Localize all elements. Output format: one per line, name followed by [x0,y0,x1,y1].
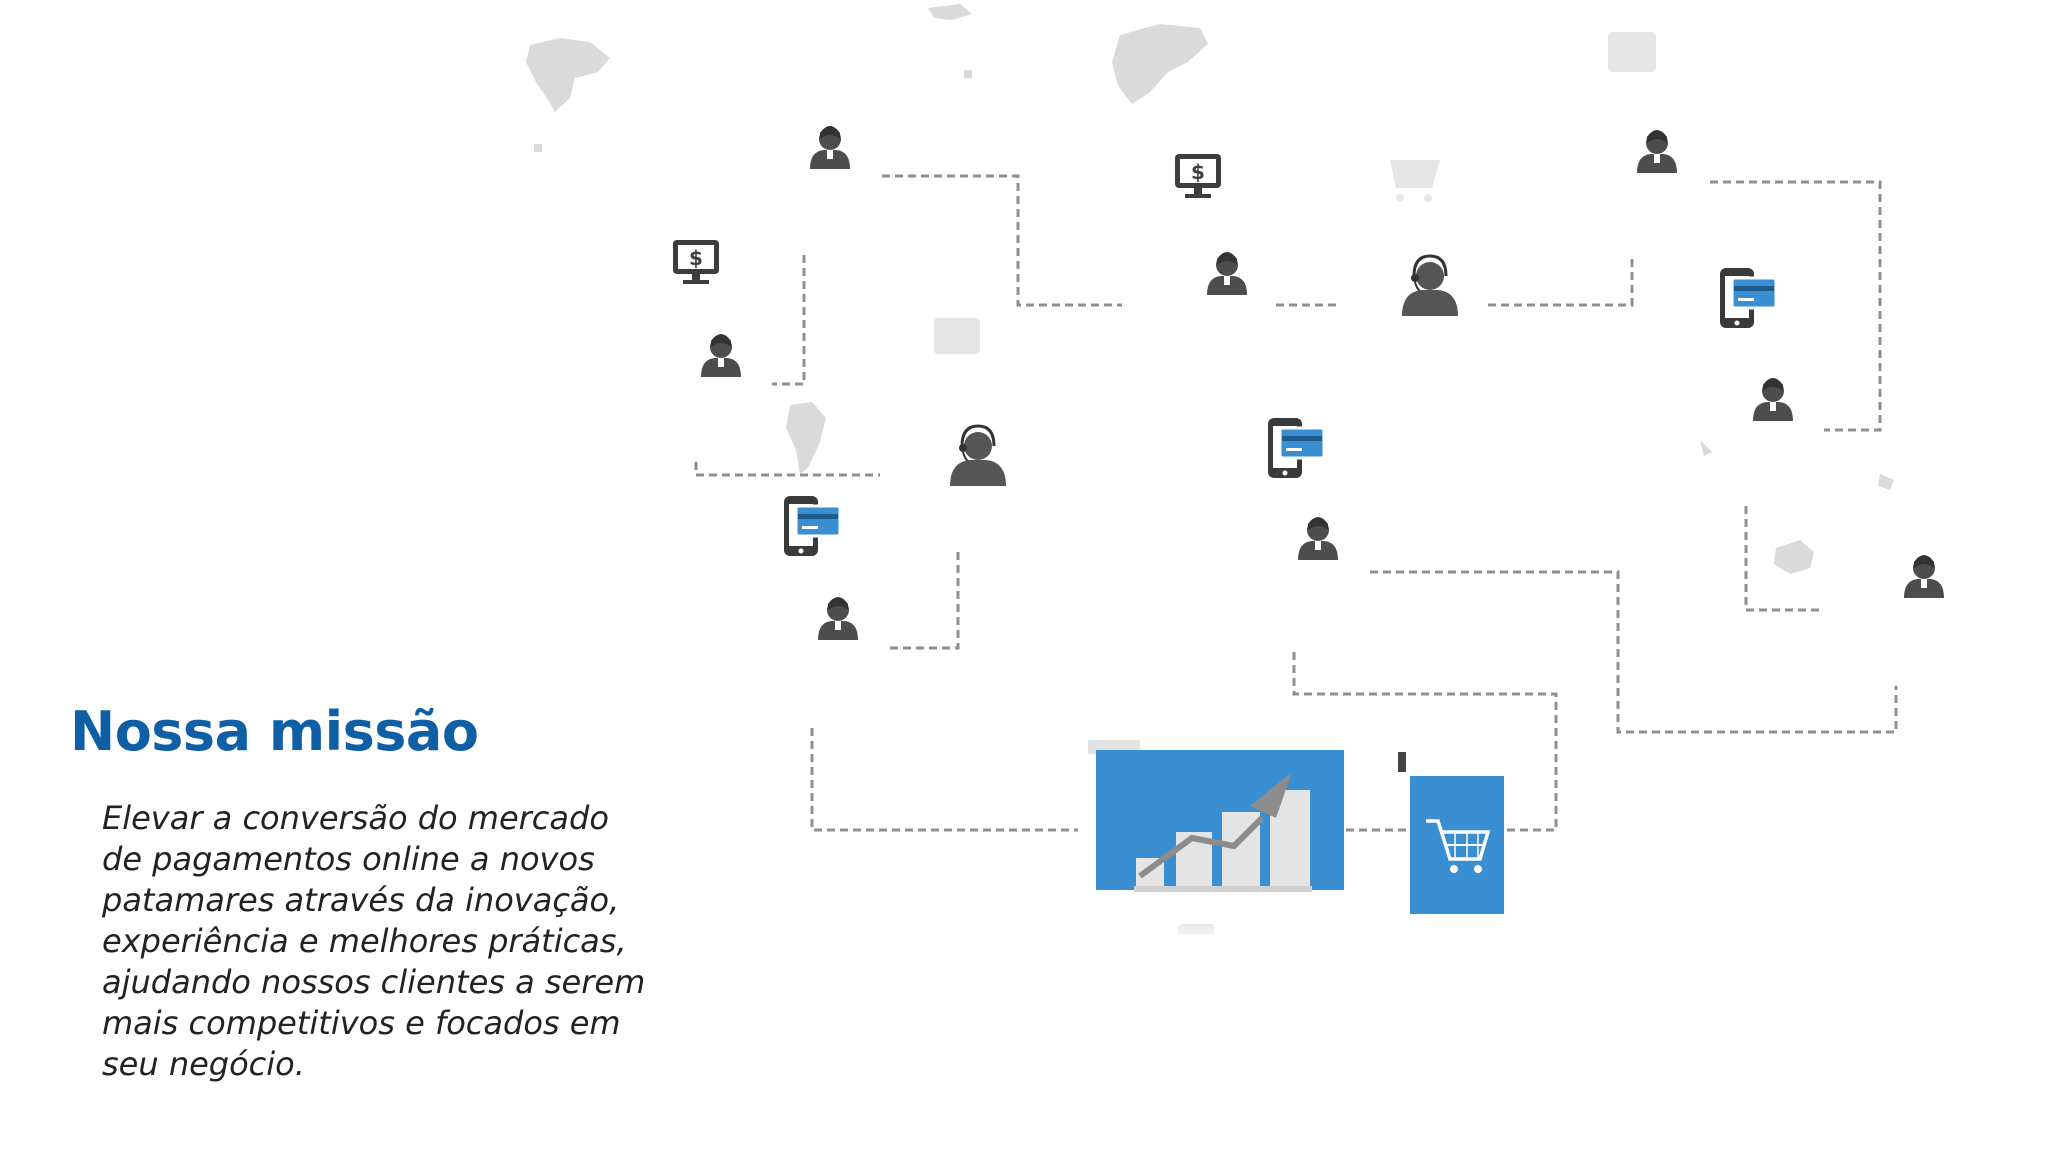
mission-title: Nossa missão [70,700,479,763]
world-map-background [526,4,1894,574]
headset-agent-icon [1400,254,1460,318]
dashed-connectors [694,174,1898,832]
phone-card-icon [782,494,842,558]
bar-chart-growth-icon [1088,740,1344,934]
monitor-dollar-icon [1175,154,1221,198]
phone-card-icons [782,266,1778,558]
person-icon [701,334,741,377]
person-icon [810,126,850,169]
agent-icons [948,254,1460,488]
monitor-icons [673,154,1221,284]
person-icon [1298,517,1338,560]
monitor-dollar-icon [673,240,719,284]
mission-description: Elevar a conversão do mercado de pagamen… [102,799,646,1083]
person-icon [1637,130,1677,173]
phone-card-icon [1718,266,1778,330]
faded-background-icons [934,32,1656,934]
shopping-cart-icon [1398,752,1504,914]
person-icons [701,126,1944,640]
person-icon [1207,252,1247,295]
headset-agent-icon [948,424,1008,488]
person-icon [818,597,858,640]
person-icon [1904,555,1944,598]
phone-card-icon [1266,416,1326,480]
person-icon [1753,378,1793,421]
